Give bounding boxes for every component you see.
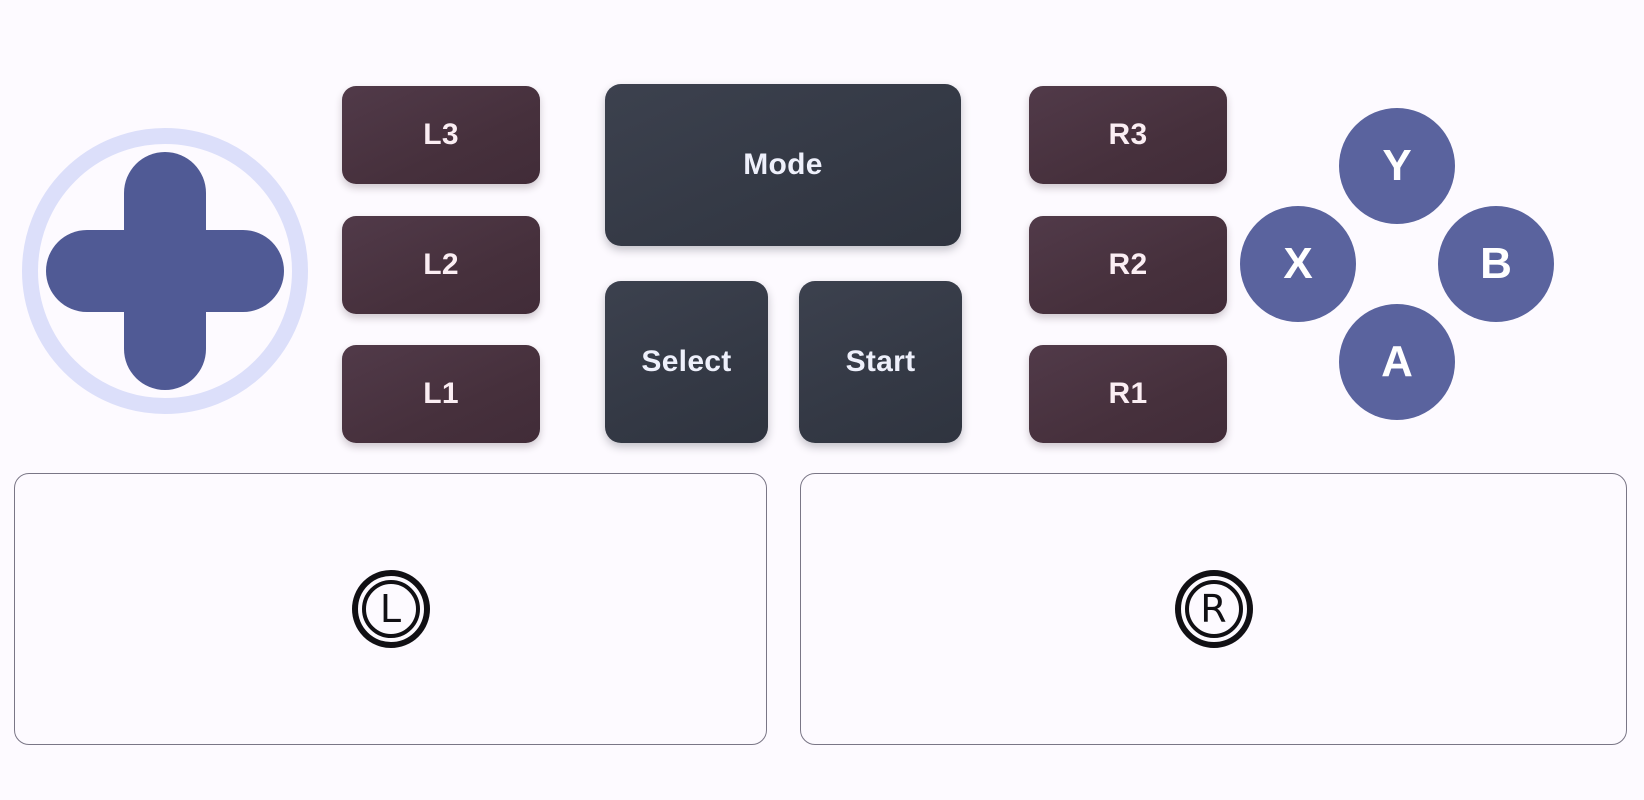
button-mode[interactable]: Mode [605,84,961,246]
button-l1[interactable]: L1 [342,345,540,443]
right-stick-letter: R [1200,587,1227,631]
button-l2[interactable]: L2 [342,216,540,314]
left-stick-letter: L [379,587,402,631]
dpad-horizontal-bar [46,230,284,312]
button-y[interactable]: Y [1339,108,1455,224]
circled-r-icon: R [1174,570,1253,648]
circled-l-icon: L [351,570,430,648]
dpad-cross-icon [44,150,286,392]
button-a[interactable]: A [1339,304,1455,420]
button-b[interactable]: B [1438,206,1554,322]
button-r1[interactable]: R1 [1029,345,1227,443]
button-r3[interactable]: R3 [1029,86,1227,184]
glyph-inner-ring [361,580,420,638]
button-l3[interactable]: L3 [342,86,540,184]
button-start[interactable]: Start [799,281,962,443]
glyph-inner-ring [1184,580,1243,638]
button-x[interactable]: X [1240,206,1356,322]
left-stick-touchpad[interactable]: L [14,473,767,745]
right-stick-touchpad[interactable]: R [800,473,1627,745]
dpad-control[interactable] [22,128,308,414]
button-select[interactable]: Select [605,281,768,443]
glyph-outer-ring [1174,570,1253,648]
glyph-outer-ring [351,570,430,648]
button-r2[interactable]: R2 [1029,216,1227,314]
